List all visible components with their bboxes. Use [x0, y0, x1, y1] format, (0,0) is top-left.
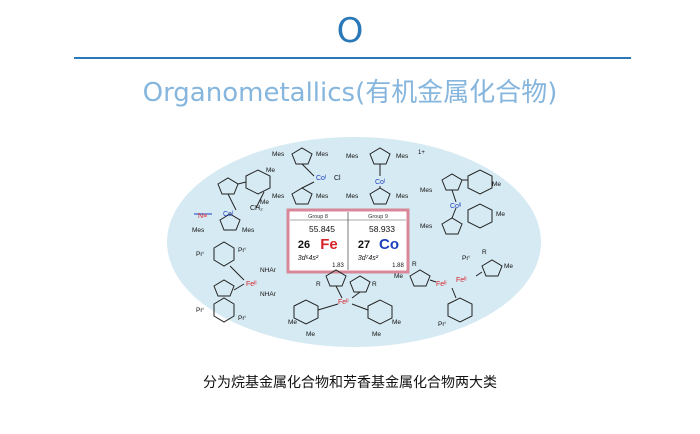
complex-co-cl: Coᴵ Cl Mes Mes Mes Mes: [272, 147, 341, 205]
me-label-8: Me: [372, 331, 381, 338]
me-label-10: Me: [504, 263, 513, 270]
mes-label-1: Mes: [192, 227, 205, 234]
cl-label: Cl: [334, 175, 341, 182]
mes-label-7: Mes: [346, 153, 359, 160]
mes-label-3: Mes: [272, 151, 285, 158]
mes-label-5: Mes: [272, 193, 285, 200]
symbol-right: Co: [379, 236, 399, 253]
periodic-table: Group 8 Group 9 55.845 58.933 26 Fe 27 C…: [286, 208, 410, 274]
co-label-1: Coᴵ: [223, 211, 233, 218]
r-label-3: R: [412, 261, 417, 268]
mes-label-11: Mes: [420, 187, 433, 194]
nhar-label-1: NHAr: [260, 267, 277, 274]
ch2-label: CH₂: [250, 205, 263, 212]
organometallic-figure: Group 8 Group 9 55.845 58.933 26 Fe 27 C…: [167, 137, 541, 347]
co-label-4: Coᴵᴵ: [450, 203, 461, 210]
mes-label-6: Mes: [316, 193, 329, 200]
complex-co-cation: Coᴵ 1+ Mes Mes Mes Mes: [346, 147, 425, 205]
me-label-7: Me: [306, 331, 315, 338]
en-left: 1.83: [332, 263, 344, 269]
me-label-4: Me: [496, 211, 505, 218]
fe-label-3: Feᴵᴵ: [436, 281, 447, 288]
number-left: 26: [298, 239, 310, 251]
group-right: Group 9: [368, 214, 388, 220]
mes-label-4: Mes: [316, 151, 329, 158]
section-heading: Organometallics(有机金属化合物): [142, 78, 558, 108]
r-label-1: R: [316, 281, 321, 288]
number-right: 27: [358, 239, 370, 251]
mes-label-2: Mes: [242, 227, 255, 234]
config-left: 3d⁶4s²: [298, 255, 319, 262]
me-label-9: Me: [394, 273, 403, 280]
nhar-label-2: NHAr: [260, 291, 277, 298]
complex-fe-mes: Feᴵᴵ R R Me Me Me Me: [288, 269, 401, 338]
complex-co-ii-right: Coᴵᴵ Me Me Mes Mes: [420, 169, 505, 235]
me-label-5: Me: [288, 319, 297, 326]
complex-fe-nhar: Feᴵᴵ NHAr NHAr Prⁱ Prⁱ Prⁱ Prⁱ: [196, 241, 277, 323]
me-label-2: Me: [260, 199, 269, 206]
mes-label-12: Mes: [420, 223, 433, 230]
co-label-2: Coᴵ: [316, 175, 326, 182]
config-right: 3d⁷4s²: [358, 255, 379, 262]
mes-label-8: Mes: [396, 153, 409, 160]
en-right: 1.88: [392, 263, 404, 269]
pr-label-5: Prⁱ: [462, 254, 470, 262]
n-group-label: N≡: [198, 213, 207, 220]
charge-label: 1+: [418, 150, 425, 156]
pr-label-6: Prⁱ: [438, 320, 446, 328]
symbol-left: Fe: [320, 236, 338, 253]
r-label-2: R: [372, 281, 377, 288]
me-label-1: Me: [266, 167, 275, 174]
fe-label-4: Feᴵᴵ: [456, 277, 467, 284]
pr-label-2: Prⁱ: [238, 246, 246, 254]
mes-label-10: Mes: [396, 193, 409, 200]
fe-label-2: Feᴵᴵ: [338, 299, 349, 306]
r-label-4: R: [482, 249, 487, 256]
section-letter: O: [336, 11, 364, 51]
pr-label-4: Prⁱ: [238, 314, 246, 322]
pr-label-1: Prⁱ: [196, 250, 204, 258]
complex-fe-ii-right: Feᴵᴵ Feᴵᴵ Prⁱ Prⁱ R R Me Me: [394, 249, 513, 328]
me-label-6: Me: [392, 319, 401, 326]
figure-caption: 分为烷基金属化合物和芳香基金属化合物两大类: [203, 375, 497, 391]
co-label-3: Coᴵ: [375, 179, 385, 186]
pr-label-3: Prⁱ: [196, 306, 204, 314]
fe-label-1: Feᴵᴵ: [246, 281, 257, 288]
group-left: Group 8: [308, 214, 328, 220]
complex-co-ch2: Coᴵ CH₂ N≡ Me Me Mes Mes: [192, 167, 275, 234]
mass-left: 55.845: [309, 224, 335, 234]
mes-label-9: Mes: [346, 193, 359, 200]
mass-right: 58.933: [369, 224, 395, 234]
divider: [74, 57, 631, 59]
me-label-3: Me: [492, 181, 501, 188]
